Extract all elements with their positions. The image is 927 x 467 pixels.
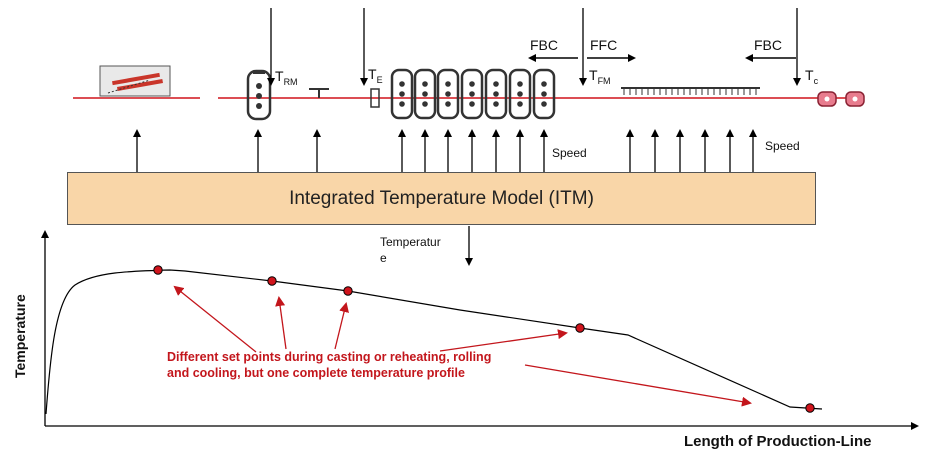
speed-label-left: Speed: [552, 146, 587, 160]
finishing-stand-2: [413, 68, 437, 120]
x-axis-title: Length of Production-Line: [684, 433, 872, 450]
fbc-label-right: FBC: [754, 37, 782, 53]
set-point-1: [153, 265, 163, 275]
speed-label-right: Speed: [765, 139, 800, 153]
fbc-label-left: FBC: [530, 37, 558, 53]
set-point-4: [575, 323, 585, 333]
temperature-output-label: Temperatur e: [380, 235, 441, 265]
setpoint-callout-text: Different set points during casting or r…: [167, 350, 492, 380]
model-label: Integrated Temperature Model (ITM): [289, 187, 594, 209]
finishing-stand-1: [390, 68, 414, 120]
temperature-profile-curve: [45, 269, 823, 415]
t-fm-label: TFM: [589, 67, 611, 86]
t-e-label: TE: [368, 66, 383, 85]
finishing-stand-7: [532, 68, 556, 120]
ffc-label: FFC: [590, 37, 618, 53]
finishing-mill-icon: [390, 68, 556, 120]
callout-arrows: [173, 285, 752, 407]
finishing-stand-3: [436, 68, 460, 120]
set-point-2: [267, 276, 277, 286]
finishing-stand-4: [460, 68, 484, 120]
set-point-3: [343, 286, 353, 296]
set-point-5: [805, 403, 815, 413]
finishing-stand-6: [508, 68, 532, 120]
runout-table-icon: [621, 87, 760, 95]
t-rm-label: TRM: [275, 68, 298, 87]
furnace-icon: [99, 65, 171, 97]
finishing-stand-5: [484, 68, 508, 120]
integrated-temperature-model-box: Integrated Temperature Model (ITM): [67, 172, 816, 225]
roughing-mill-icon: [246, 69, 272, 121]
coiler-icon: [817, 91, 865, 107]
y-axis-title: Temperature: [12, 294, 28, 378]
t-c-label: Tc: [805, 67, 819, 86]
model-input-arrows: [133, 129, 757, 172]
set-points: [153, 265, 815, 413]
edger-icon: [309, 88, 380, 108]
